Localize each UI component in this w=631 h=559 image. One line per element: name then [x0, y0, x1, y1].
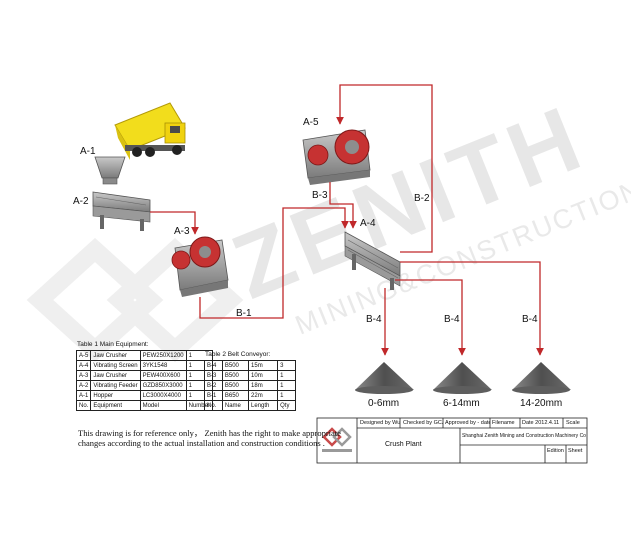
title-block-checked: Checked by GCJ [403, 420, 443, 427]
table-header-row: No. Name Length Qty [205, 401, 296, 411]
table-cell: B500 [222, 361, 248, 371]
table-cell: Vibrating Screen [91, 361, 140, 371]
table-cell: 1 [278, 381, 296, 391]
product-size-1: 6-14mm [443, 398, 480, 409]
label-b4-left: B-4 [366, 314, 382, 325]
table-row: B-1 B650 22m 1 [205, 391, 296, 401]
title-block-designed: Designed by Wu [360, 420, 400, 427]
label-a5: A-5 [303, 117, 319, 128]
label-b1: B-1 [236, 308, 252, 319]
table-cell: Jaw Crusher [91, 351, 140, 361]
label-a1: A-1 [80, 146, 96, 157]
label-a4: A-4 [360, 218, 376, 229]
vibrating-feeder-icon [93, 192, 150, 231]
label-b2: B-2 [414, 193, 430, 204]
table-cell: Jaw Crusher [91, 371, 140, 381]
table2-caption: Table 2 Belt Conveyor: [205, 351, 270, 358]
table-belt-conveyor: B-4 B500 15m 3 B-3 B500 10m 1 B-2 B500 1… [204, 360, 296, 411]
table-cell: 1 [278, 371, 296, 381]
title-block-plant: Crush Plant [385, 441, 445, 449]
table-header-cell: No. [77, 401, 91, 411]
table-row: B-4 B500 15m 3 [205, 361, 296, 371]
table1-caption: Table 1 Main Equipment: [77, 341, 149, 348]
title-block-scale: Scale [566, 420, 586, 427]
table-header-row: No. Equipment Model Number [77, 401, 213, 411]
table-cell: 22m [249, 391, 278, 401]
label-a3: A-3 [174, 226, 190, 237]
table-cell: LC3000X4000 [140, 391, 186, 401]
title-block-sheet: Sheet [568, 448, 586, 455]
table-cell: 10m [249, 371, 278, 381]
stockpile-0-6 [355, 362, 414, 394]
table-row: A-2 Vibrating Feeder GZD850X3000 1 [77, 381, 213, 391]
table-cell: B-4 [205, 361, 223, 371]
table-header-cell: Model [140, 401, 186, 411]
table-cell: A-2 [77, 381, 91, 391]
table-cell: A-3 [77, 371, 91, 381]
table-cell: B-3 [205, 371, 223, 381]
label-a2: A-2 [73, 196, 89, 207]
table-cell: GZD850X3000 [140, 381, 186, 391]
table-main-equipment: A-5 Jaw Crusher PEW250X1200 1 A-4 Vibrat… [76, 350, 213, 411]
table-cell: B500 [222, 371, 248, 381]
table-cell: Vibrating Feeder [91, 381, 140, 391]
table-cell: PEW400X600 [140, 371, 186, 381]
table-row: A-1 Hopper LC3000X4000 1 [77, 391, 213, 401]
stockpile-14-20 [512, 362, 571, 394]
table-cell: PEW250X1200 [140, 351, 186, 361]
table-header-cell: Qty [278, 401, 296, 411]
table-cell: B650 [222, 391, 248, 401]
jaw-crusher-a5-icon [303, 130, 370, 185]
table-header-cell: Equipment [91, 401, 140, 411]
table-cell: 3 [278, 361, 296, 371]
table-row: A-3 Jaw Crusher PEW400X600 1 [77, 371, 213, 381]
table-cell: B-1 [205, 391, 223, 401]
table-cell: A-4 [77, 361, 91, 371]
table-cell: 15m [249, 361, 278, 371]
label-b3: B-3 [312, 190, 328, 201]
table-header-cell: No. [205, 401, 223, 411]
table-row: B-3 B500 10m 1 [205, 371, 296, 381]
title-block-approved: Approved by - date [445, 420, 490, 427]
table-row: A-5 Jaw Crusher PEW250X1200 1 [77, 351, 213, 361]
title-block-company: Shanghai Zenith Mining and Construction … [462, 433, 586, 440]
table-cell: B500 [222, 381, 248, 391]
title-block-date: Date 2012.4.11 [522, 420, 563, 427]
table-cell: B-2 [205, 381, 223, 391]
table-cell: 18m [249, 381, 278, 391]
table-cell: Hopper [91, 391, 140, 401]
title-block-edition: Edition [547, 448, 566, 455]
table-header-cell: Name [222, 401, 248, 411]
stockpile-6-14 [433, 362, 492, 394]
table-row: B-2 B500 18m 1 [205, 381, 296, 391]
table-cell: 3YK1548 [140, 361, 186, 371]
reference-note-line2: changes according to the actual installa… [78, 438, 325, 448]
table-cell: A-1 [77, 391, 91, 401]
table-cell: 1 [278, 391, 296, 401]
label-b4-mid: B-4 [444, 314, 460, 325]
table-cell: A-5 [77, 351, 91, 361]
title-block-filename: Filename [492, 420, 520, 427]
product-size-0: 0-6mm [368, 398, 399, 409]
dump-truck-icon [115, 103, 185, 160]
table-row: A-4 Vibrating Screen 3YK1548 1 [77, 361, 213, 371]
table-header-cell: Length [249, 401, 278, 411]
product-size-2: 14-20mm [520, 398, 562, 409]
hopper-icon [95, 157, 125, 184]
reference-note-line1: This drawing is for reference only， Zeni… [78, 428, 341, 438]
label-b4-right: B-4 [522, 314, 538, 325]
